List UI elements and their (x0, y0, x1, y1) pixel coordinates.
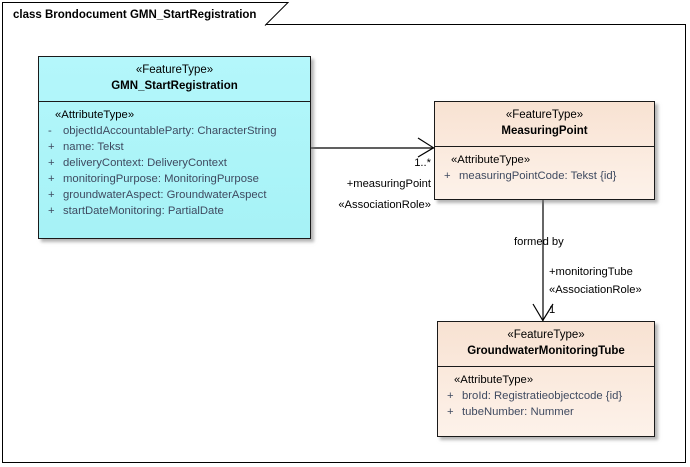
diagram-title: class Brondocument GMN_StartRegistration (13, 8, 257, 21)
attribute-row[interactable]: + deliveryContext: DeliveryContext (43, 155, 306, 171)
attribute-visibility: + (48, 189, 55, 201)
attribute-row[interactable]: + broId: Registratieobjectcode {id} (442, 388, 650, 404)
attribute-text: groundwaterAspect: GroundwaterAspect (63, 189, 267, 201)
attribute-text: tubeNumber: Nummer (462, 406, 574, 418)
attribute-text: deliveryContext: DeliveryContext (63, 157, 227, 169)
association-multiplicity-target: 1 (549, 304, 556, 316)
attribute-row[interactable]: - objectIdAccountableParty: CharacterStr… (43, 123, 306, 139)
attribute-row[interactable]: + name: Tekst (43, 139, 306, 155)
attribute-row[interactable]: + tubeNumber: Nummer (442, 404, 650, 420)
attribute-text: broId: Registratieobjectcode {id} (462, 390, 623, 402)
class-box-measuringpoint[interactable]: «FeatureType» MeasuringPoint «AttributeT… (434, 101, 655, 200)
diagram-frame (2, 24, 686, 463)
class-attributes-gmn-startregistration: «AttributeType» - objectIdAccountablePar… (39, 102, 310, 225)
attribute-visibility: + (48, 157, 55, 169)
attribute-visibility: + (48, 141, 55, 153)
attribute-text: name: Tekst (63, 141, 124, 153)
class-stereotype: «FeatureType» (507, 329, 585, 341)
attribute-visibility: + (447, 390, 454, 402)
class-stereotype: «FeatureType» (135, 64, 214, 76)
class-attributes-measuringpoint: «AttributeType» + measuringPointCode: Te… (435, 147, 654, 190)
attribute-visibility: + (48, 205, 55, 217)
attribute-row[interactable]: + groundwaterAspect: GroundwaterAspect (43, 187, 306, 203)
attribute-visibility: + (447, 406, 454, 418)
compartment-stereotype: «AttributeType» (454, 374, 534, 386)
class-attributes-groundwatermonitoringtube: «AttributeType» + broId: Registratieobje… (438, 367, 654, 426)
attribute-row[interactable]: + monitoringPurpose: MonitoringPurpose (43, 171, 306, 187)
attribute-row[interactable]: + measuringPointCode: Tekst {id} (439, 168, 650, 184)
class-name: MeasuringPoint (501, 125, 588, 137)
compartment-stereotype: «AttributeType» (451, 154, 531, 166)
association-role-measuringpoint: +measuringPoint (346, 178, 431, 190)
attribute-text: objectIdAccountableParty: CharacterStrin… (63, 125, 277, 137)
association-role-stereotype: «AssociationRole» (338, 199, 431, 211)
attribute-text: monitoringPurpose: MonitoringPurpose (63, 173, 259, 185)
attribute-visibility: - (48, 125, 52, 137)
attribute-text: startDateMonitoring: PartialDate (63, 205, 224, 217)
diagram-title-tab-slant (264, 2, 290, 26)
attribute-row[interactable]: + startDateMonitoring: PartialDate (43, 203, 306, 219)
class-name: GroundwaterMonitoringTube (467, 345, 625, 357)
association-role-monitoringtube: +monitoringTube (549, 266, 633, 278)
class-header-gmn-startregistration: «FeatureType» GMN_StartRegistration (39, 57, 310, 102)
class-stereotype: «FeatureType» (505, 109, 584, 121)
attribute-visibility: + (48, 173, 55, 185)
attribute-visibility: + (444, 170, 451, 182)
association-multiplicity-source: 1..* (414, 157, 431, 169)
association-name-formed-by: formed by (514, 236, 564, 248)
diagram-title-tab: class Brondocument GMN_StartRegistration (2, 2, 266, 25)
attribute-text: measuringPointCode: Tekst {id} (459, 170, 617, 182)
association-role-stereotype: «AssociationRole» (549, 284, 642, 296)
class-box-groundwatermonitoringtube[interactable]: «FeatureType» GroundwaterMonitoringTube … (437, 321, 655, 437)
class-name: GMN_StartRegistration (111, 80, 238, 92)
class-box-gmn-startregistration[interactable]: «FeatureType» GMN_StartRegistration «Att… (38, 56, 311, 239)
class-header-groundwatermonitoringtube: «FeatureType» GroundwaterMonitoringTube (438, 322, 654, 367)
compartment-stereotype: «AttributeType» (55, 109, 135, 121)
class-header-measuringpoint: «FeatureType» MeasuringPoint (435, 102, 654, 147)
